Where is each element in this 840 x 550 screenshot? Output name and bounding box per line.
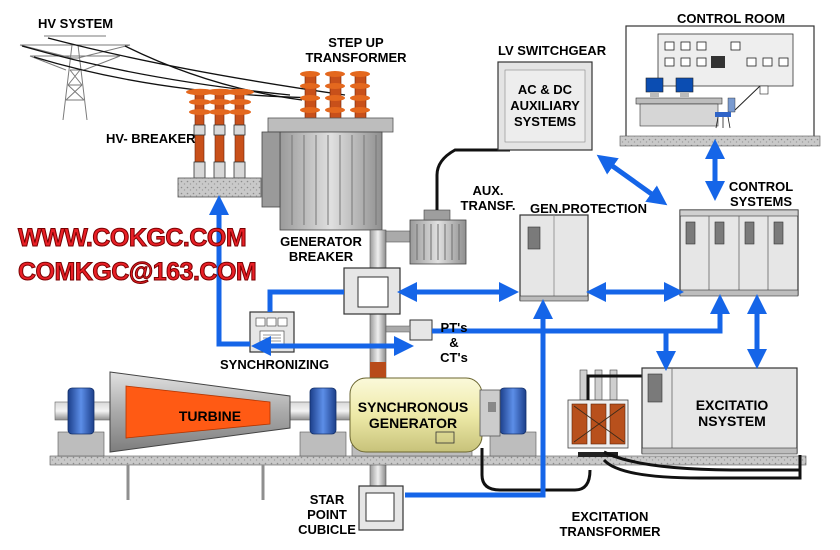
turbine-label: TURBINE	[178, 408, 242, 424]
control-systems-label-line2: SYSTEMS	[729, 194, 793, 209]
control-room-label: CONTROL ROOM	[677, 11, 786, 26]
step-up-transformer-label-line1: STEP UP	[328, 35, 384, 50]
generator-breaker-label-line2: BREAKER	[288, 249, 354, 264]
coupling	[67, 387, 527, 435]
synchronous-generator	[349, 377, 501, 453]
watermark-email: COMKGC@163.COM	[17, 258, 257, 287]
generator-breaker-label-line1: GENERATOR	[280, 234, 362, 249]
signal-arrows	[209, 139, 767, 498]
hv-line	[21, 37, 346, 101]
star-point-cubicle-label-line1: STAR	[309, 492, 345, 507]
excitation-system-label-line1: EXCITATIO	[695, 397, 769, 413]
pts-cts-label: PT's & CT's	[434, 320, 474, 365]
control-systems-label: CONTROL SYSTEMS	[718, 179, 804, 209]
generator-breaker-label: GENERATOR BREAKER	[275, 234, 367, 264]
aux-transf-label-line1: AUX.	[472, 183, 504, 198]
hv-system-label: HV SYSTEM	[38, 16, 114, 31]
step-up-transformer-label-line2: TRANSFORMER	[305, 50, 407, 65]
excitation-system-label-line2: NSYSTEM	[698, 413, 766, 429]
synchronous-generator-label-line1: SYNCHRONOUS	[357, 399, 469, 415]
excitation-transformer-label: EXCITATION TRANSFORMER	[545, 509, 675, 539]
star-point-cubicle	[358, 485, 404, 531]
synchronous-generator-label: SYNCHRONOUS GENERATOR	[352, 399, 474, 431]
auxiliary-systems-label: AC & DC AUXILIARY SYSTEMS	[505, 82, 585, 130]
aux-transf-label: AUX. TRANSF.	[458, 183, 518, 213]
gen-protection-label: GEN.PROTECTION	[530, 201, 648, 216]
excitation-transformer	[567, 369, 629, 457]
aux-transformer	[385, 209, 467, 265]
control-systems-label-line1: CONTROL	[728, 179, 794, 194]
watermark-url: WWW.COKGC.COM	[17, 224, 247, 253]
pts-cts-label-line2: &	[449, 335, 459, 350]
aux-cable	[435, 148, 510, 210]
pts-cts-label-line3: CT's	[440, 350, 468, 365]
hv-breaker-label: HV- BREAKER	[106, 131, 196, 146]
excitation-transformer-label-line1: EXCITATION	[571, 509, 649, 524]
transmission-tower-icon	[19, 35, 131, 121]
synchronous-generator-label-line2: GENERATOR	[368, 415, 458, 431]
pts-cts-label-line1: PT's	[440, 320, 468, 335]
step-up-transformer	[261, 71, 394, 231]
auxiliary-systems-label-line2: AUXILIARY	[510, 98, 580, 113]
foundation-slab	[49, 455, 807, 466]
monitor-icon	[645, 77, 694, 97]
excitation-system-label: EXCITATIO NSYSTEM	[682, 397, 782, 429]
star-point-cubicle-label-line3: CUBICLE	[298, 522, 356, 537]
step-up-transformer-label: STEP UP TRANSFORMER	[302, 35, 410, 65]
pt-ct-box	[409, 319, 433, 341]
control-room	[619, 25, 821, 147]
excitation-system-cabinet	[641, 367, 798, 455]
generator-breaker	[343, 267, 401, 315]
synchronizing-label: SYNCHRONIZING	[220, 357, 330, 372]
excitation-transformer-label-line2: TRANSFORMER	[559, 524, 661, 539]
gen-protection-cabinet	[519, 214, 589, 302]
lv-switchgear	[497, 61, 593, 151]
auxiliary-systems-label-line3: SYSTEMS	[513, 114, 577, 129]
lv-switchgear-label: LV SWITCHGEAR	[498, 43, 607, 58]
control-systems-cabinet	[679, 209, 799, 297]
auxiliary-systems-label-line1: AC & DC	[517, 82, 573, 97]
aux-transf-label-line2: TRANSF.	[460, 198, 516, 213]
star-point-cubicle-label: STAR POINT CUBICLE	[296, 492, 358, 537]
turbine	[109, 371, 291, 453]
excitation-cable	[480, 374, 802, 492]
hv-breaker	[177, 88, 262, 198]
star-point-cubicle-label-line2: POINT	[307, 507, 347, 522]
